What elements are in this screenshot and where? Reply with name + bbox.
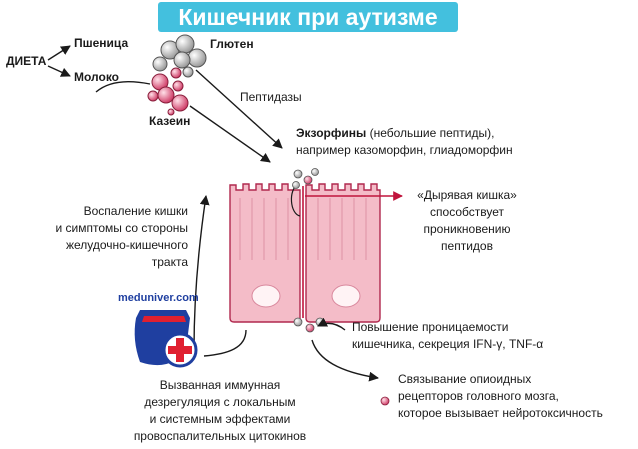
lumen-particles: [292, 168, 319, 189]
meduniver-logo: [134, 310, 198, 368]
exorphins-bold: Экзорфины: [296, 126, 367, 140]
leaky-gut-line1: «Дырявая кишка»: [417, 188, 517, 202]
opioid-line1: Связывание опиоидных: [398, 372, 532, 386]
flow-arrows: [193, 195, 379, 382]
inflammation-line2: и симптомы со стороны: [55, 221, 188, 235]
milk-curve: [95, 80, 151, 93]
leaky-gut-line4: пептидов: [441, 239, 493, 253]
leaky-gut-line3: проникновению: [423, 222, 511, 236]
immune-line2: дезрегуляция с локальным: [144, 395, 296, 409]
inflammation-line4: тракта: [151, 255, 188, 269]
immune-line1: Вызванная иммунная: [159, 378, 281, 392]
opioid-particle: [380, 396, 390, 406]
page-title: Кишечник при аутизме: [158, 2, 458, 32]
inflammation-line1: Воспаление кишки: [83, 204, 188, 218]
logo-text: meduniver.com: [118, 292, 199, 304]
wheat-label: Пшеница: [74, 36, 129, 50]
leaky-gut-line2: способствует: [430, 205, 504, 219]
diet-arrows: [47, 45, 71, 77]
gluten-label: Глютен: [210, 37, 254, 51]
inflammation-line3: желудочно-кишечного: [65, 238, 188, 252]
intestinal-cells: [229, 183, 381, 323]
opioid-line3: которое вызывает нейротоксичность: [398, 406, 603, 420]
immune-line3: и системным эффектами: [149, 412, 291, 426]
permeability-line1: Повышение проницаемости: [352, 320, 509, 334]
permeability-line2: кишечника, секреция IFN-γ, TNF-α: [352, 337, 544, 351]
opioid-line2: рецепторов головного мозга,: [398, 389, 559, 403]
peptidases-label: Пептидазы: [240, 90, 302, 104]
exorphins-rest: (небольшие пептиды),: [366, 126, 495, 140]
exorphins-line1: Экзорфины (небольшие пептиды),: [296, 126, 494, 141]
milk-label: Молоко: [74, 70, 119, 84]
immune-line4: провоспалительных цитокинов: [133, 429, 307, 443]
gluten-cluster: [152, 34, 207, 78]
exorphins-line2: например казоморфин, глиадоморфин: [296, 143, 513, 157]
peptidase-arrows: [189, 69, 283, 163]
casein-cluster: [147, 67, 189, 116]
casein-label: Казеин: [149, 114, 191, 128]
diet-label: ДИЕТА: [6, 54, 47, 68]
